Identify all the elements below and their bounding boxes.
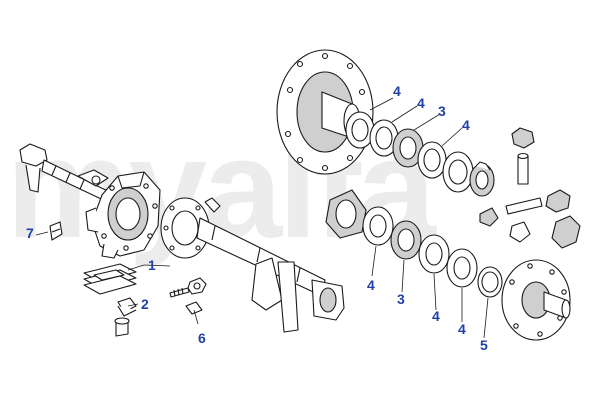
callout-label: 2 <box>141 296 149 312</box>
clutch-plates-upper <box>345 111 474 193</box>
cover-gaskets <box>83 263 137 295</box>
callout-label: 4 <box>367 277 375 293</box>
right-axle-tube <box>160 197 345 333</box>
clutch-plates-lower <box>362 206 503 298</box>
callout-label: 4 <box>432 308 440 324</box>
diff-case-half-lower <box>325 189 367 239</box>
callout-label: 1 <box>148 257 156 273</box>
stud-and-nut <box>169 277 207 315</box>
differential-housing <box>85 171 161 259</box>
callout-label: 3 <box>438 103 446 119</box>
callout-label: 4 <box>462 117 470 133</box>
spider-gears <box>479 127 581 249</box>
callout-label: 5 <box>480 337 488 353</box>
callout-label: 7 <box>26 225 34 241</box>
callout-label: 4 <box>393 83 401 99</box>
diff-case-cover <box>501 259 571 341</box>
side-gear-upper <box>469 161 495 197</box>
diff-case-flange <box>276 49 374 175</box>
breather-part <box>49 221 63 241</box>
callout-label: 3 <box>397 291 405 307</box>
leader-lines <box>35 97 489 339</box>
callout-label: 6 <box>198 330 206 346</box>
left-axle-tube <box>19 143 119 207</box>
callout-label: 4 <box>458 321 466 337</box>
callout-label: 4 <box>417 95 425 111</box>
drain-plugs <box>114 297 137 337</box>
